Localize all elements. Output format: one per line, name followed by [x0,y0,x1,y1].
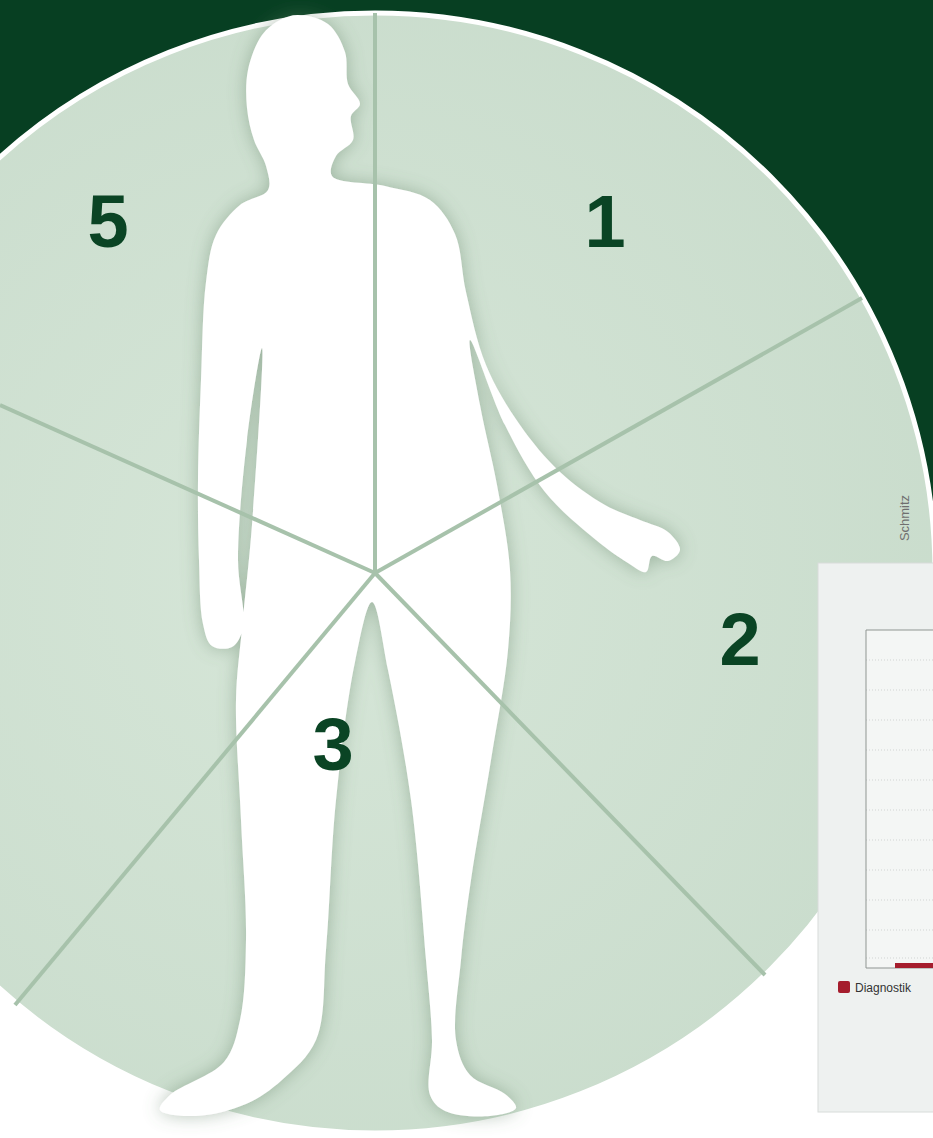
zone-disc [0,13,933,1133]
sector-lines [0,13,862,1005]
sector-line [15,573,375,1005]
plot-frame [866,630,933,968]
body-outline [160,15,680,1116]
zone-number: 5 [87,185,128,259]
chart-panel [818,563,933,1112]
bar [895,963,933,968]
legend-label: Diagnostik [855,982,911,994]
zone-number: 1 [584,185,625,259]
zone-number: 3 [312,708,353,782]
human-silhouette [160,15,680,1116]
legend-swatch [838,981,850,993]
sector-line [375,573,765,975]
zone-number: 2 [719,603,760,677]
sector-line [373,13,377,573]
sector-line [375,298,862,573]
panel-ground [818,563,933,1112]
image-credit: Schmitz [898,495,911,541]
sector-line [0,405,375,573]
